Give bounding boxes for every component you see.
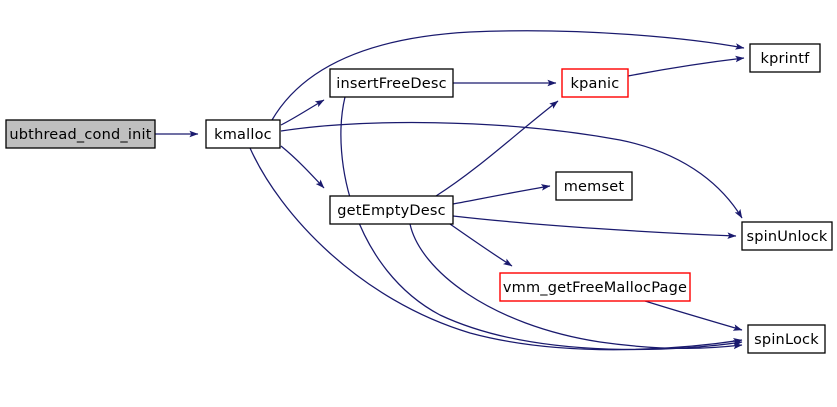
node-box-getEmptyDesc[interactable] <box>329 195 454 225</box>
node-box-kmalloc[interactable] <box>205 119 281 149</box>
edge-kmalloc-to-kprintf <box>271 30 745 121</box>
edge-kmalloc-to-spinLock <box>249 147 743 351</box>
edges-layer <box>155 30 745 351</box>
node-spinLock[interactable]: spinLock <box>747 324 826 354</box>
edge-kpanic-to-kprintf <box>627 55 745 77</box>
node-box-memset[interactable] <box>555 171 633 201</box>
node-kpanic[interactable]: kpanic <box>561 68 629 98</box>
edge-kmalloc-to-getEmptyDesc <box>280 145 325 189</box>
node-getEmptyDesc[interactable]: getEmptyDesc <box>329 195 454 225</box>
edge-getEmptyDesc-to-spinLock <box>409 223 743 350</box>
node-label-kprintf: kprintf <box>761 51 811 67</box>
node-label-getEmptyDesc: getEmptyDesc <box>337 203 446 219</box>
edge-getEmptyDesc-to-kpanic <box>435 100 559 197</box>
node-box-kpanic[interactable] <box>561 68 629 98</box>
edge-getEmptyDesc-to-memset <box>452 184 551 205</box>
node-label-memset: memset <box>564 179 625 195</box>
node-box-insertFreeDesc[interactable] <box>329 68 454 98</box>
node-label-spinUnlock: spinUnlock <box>746 229 827 245</box>
node-box-spinUnlock[interactable] <box>741 221 833 251</box>
nodes-layer: ubthread_cond_init kmalloc insertFreeDesc k… <box>5 43 833 354</box>
node-label-kmalloc: kmalloc <box>214 127 272 143</box>
edge-kmalloc-to-insertFreeDesc <box>280 99 325 126</box>
edge-kmalloc-to-spinUnlock <box>280 121 743 219</box>
edge-getEmptyDesc-to-spinUnlock <box>452 215 737 239</box>
node-box-kprintf[interactable] <box>749 43 821 73</box>
node-insertFreeDesc[interactable]: insertFreeDesc <box>329 68 454 98</box>
edge-vmm_getFreeMallocPage-to-spinLock <box>644 300 743 331</box>
node-memset[interactable]: memset <box>555 171 633 201</box>
node-kprintf[interactable]: kprintf <box>749 43 821 73</box>
node-label-kpanic: kpanic <box>571 76 620 92</box>
edge-getEmptyDesc-to-vmm_getFreeMallocPage <box>449 223 513 267</box>
node-spinUnlock[interactable]: spinUnlock <box>741 221 833 251</box>
node-label-insertFreeDesc: insertFreeDesc <box>336 76 447 92</box>
node-kmalloc[interactable]: kmalloc <box>205 119 281 149</box>
node-box-spinLock[interactable] <box>747 324 826 354</box>
node-ubthread_cond_init[interactable]: ubthread_cond_init <box>5 119 156 149</box>
node-box-ubthread_cond_init[interactable] <box>5 119 156 149</box>
node-label-ubthread_cond_init: ubthread_cond_init <box>9 127 151 143</box>
node-label-spinLock: spinLock <box>754 332 819 348</box>
node-vmm_getFreeMallocPage[interactable]: vmm_getFreeMallocPage <box>499 272 691 302</box>
node-label-vmm_getFreeMallocPage: vmm_getFreeMallocPage <box>503 280 687 296</box>
node-box-vmm_getFreeMallocPage[interactable] <box>499 272 691 302</box>
